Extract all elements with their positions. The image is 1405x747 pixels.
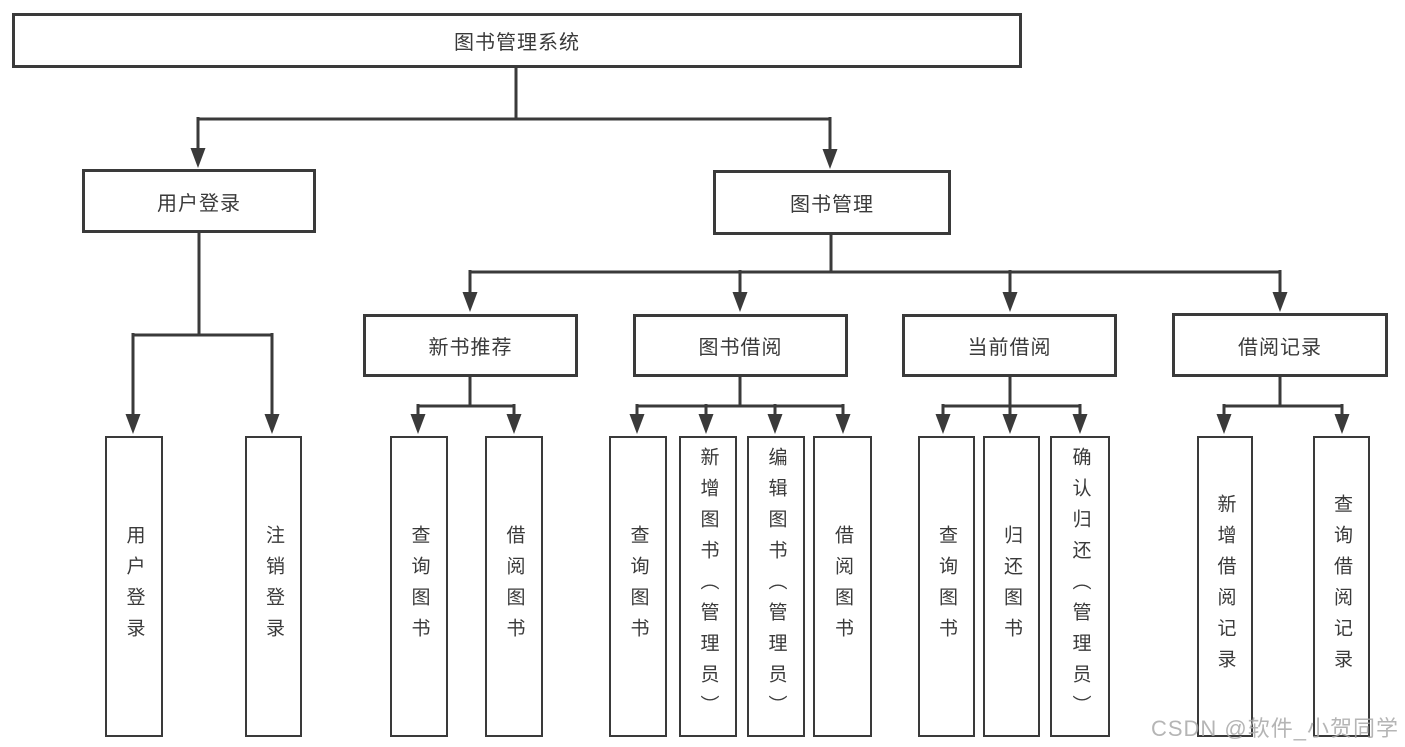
leaf-add-books-admin: 新增图书（管理员）: [679, 436, 737, 737]
connector-new-book-recommend-to-children: [410, 377, 522, 434]
connector-book-management-to-children: [462, 235, 1288, 312]
leaf-edit-books-admin: 编辑图书（管理员）: [747, 436, 805, 737]
connector-root-to-level2: [190, 68, 838, 169]
node-current-borrowing: 当前借阅: [902, 314, 1117, 377]
connector-user-login-to-children: [125, 233, 280, 434]
leaf-logout: 注销登录: [245, 436, 302, 737]
node-root-library-management-system: 图书管理系统: [12, 13, 1022, 68]
leaf-return-books: 归还图书: [983, 436, 1040, 737]
leaf-query-books-recommend: 查询图书: [390, 436, 448, 737]
leaf-borrow-books-borrowing: 借阅图书: [813, 436, 872, 737]
node-borrowing-records: 借阅记录: [1172, 313, 1388, 377]
node-book-management: 图书管理: [713, 170, 951, 235]
connector-book-borrowing-to-children: [629, 377, 851, 434]
leaf-borrow-books-recommend: 借阅图书: [485, 436, 543, 737]
connector-current-borrowing-to-children: [935, 377, 1088, 434]
node-new-book-recommend: 新书推荐: [363, 314, 578, 377]
leaf-confirm-return-admin: 确认归还（管理员）: [1050, 436, 1110, 737]
leaf-query-borrow-record: 查询借阅记录: [1313, 436, 1370, 737]
node-user-login: 用户登录: [82, 169, 316, 233]
leaf-add-borrow-record: 新增借阅记录: [1197, 436, 1253, 737]
leaf-user-login: 用户登录: [105, 436, 163, 737]
leaf-query-books-current: 查询图书: [918, 436, 975, 737]
leaf-query-books-borrowing: 查询图书: [609, 436, 667, 737]
connector-borrowing-records-to-children: [1216, 377, 1350, 434]
node-book-borrowing: 图书借阅: [633, 314, 848, 377]
